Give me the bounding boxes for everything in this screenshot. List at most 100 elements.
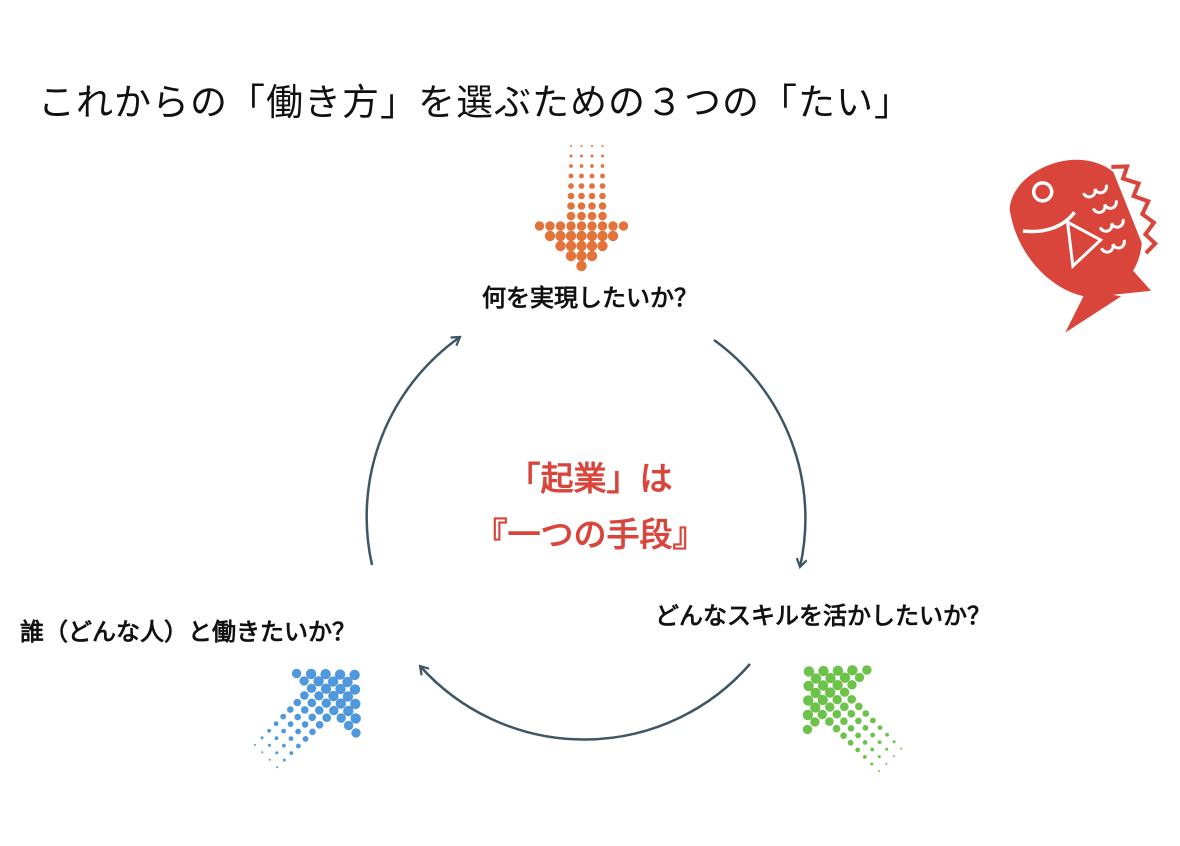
arrow-dot xyxy=(343,705,354,717)
arrow-dot xyxy=(261,751,264,754)
arrow-dot xyxy=(599,183,606,189)
center-text-line2: 『一つの手段』 xyxy=(474,515,706,554)
arrow-dot xyxy=(335,683,346,695)
arrow-dot xyxy=(818,665,829,677)
arrow-dot xyxy=(586,230,598,242)
arrow-dot xyxy=(590,154,594,158)
arrow-dot xyxy=(350,698,361,710)
arrow-dot xyxy=(862,710,870,717)
arrow-dot xyxy=(900,747,903,750)
arrow-dot xyxy=(307,698,317,708)
arrow-dot xyxy=(885,732,889,737)
arrow-dot xyxy=(870,717,876,724)
center-text-line1: 「起業」は xyxy=(507,459,673,498)
arrow-dot xyxy=(892,740,896,744)
arrow-dot xyxy=(320,669,331,680)
arrow-dot xyxy=(293,698,302,707)
cycle-arrow-right-to-left xyxy=(418,663,751,741)
arrow-dot xyxy=(350,713,361,724)
arrow-dot xyxy=(300,691,309,700)
arrow-dot xyxy=(590,164,594,168)
arrow-dot xyxy=(825,717,834,726)
arrow-dot xyxy=(342,676,353,688)
arrow-dot xyxy=(803,666,815,677)
arrow-dot xyxy=(597,240,608,252)
arrow-dot xyxy=(294,713,302,721)
arrow-dot xyxy=(566,211,576,221)
arrow-dot xyxy=(591,145,593,147)
arrow-dot xyxy=(342,691,354,702)
arrow-dot xyxy=(544,230,556,242)
arrow-dot xyxy=(892,755,895,758)
arrow-dot xyxy=(291,668,302,679)
arrow-dot xyxy=(343,720,354,731)
arrow-dot xyxy=(855,717,862,725)
arrow-dot xyxy=(803,680,814,692)
arrow-dot xyxy=(282,758,286,762)
arrow-dot xyxy=(839,687,850,697)
arrow-dot xyxy=(870,747,875,752)
arrow-dot xyxy=(289,751,294,755)
arrow-dot xyxy=(308,713,317,722)
arrow-dot xyxy=(601,145,604,147)
arrow-dot xyxy=(321,698,331,708)
arrow-dot xyxy=(862,665,872,675)
arrow-dot xyxy=(600,173,605,179)
arrow-dot xyxy=(315,706,324,715)
arrow-dot xyxy=(598,202,607,210)
arrow-dot xyxy=(555,221,566,231)
arrow-dot xyxy=(576,240,587,252)
arrow-dot xyxy=(589,183,595,189)
arrow-dot xyxy=(832,695,842,705)
arrow-dot xyxy=(586,240,598,252)
arrow-dot xyxy=(545,221,555,231)
arrow-dot xyxy=(580,154,583,158)
arrow-dot xyxy=(855,702,863,711)
arrow-dot xyxy=(302,736,309,742)
arrow-dot xyxy=(847,725,855,732)
arrow-dot xyxy=(349,684,361,695)
dotted-arrow-up-right-icon xyxy=(253,668,361,769)
arrow-dot xyxy=(870,762,874,766)
arrow-dot xyxy=(817,709,827,720)
arrow-dot xyxy=(253,743,256,746)
arrow-dot xyxy=(328,690,339,702)
arrow-dot xyxy=(320,683,332,694)
arrow-dot xyxy=(288,736,294,741)
arrow-dot xyxy=(618,221,629,231)
arrow-dot xyxy=(877,755,881,759)
arrow-dot xyxy=(301,706,309,714)
arrow-dot xyxy=(600,164,605,168)
arrow-dot xyxy=(295,728,301,735)
arrow-dot xyxy=(287,721,294,727)
dotted-arrow-down-icon xyxy=(534,145,629,272)
arrow-dot xyxy=(314,691,324,701)
arrow-dot xyxy=(597,230,608,242)
arrow-dot xyxy=(351,728,361,738)
arrow-dot xyxy=(569,164,573,168)
arrow-dot xyxy=(855,747,861,753)
arrow-dot xyxy=(840,717,848,725)
label-what-to-achieve: 何を実現したいか？ xyxy=(482,284,698,312)
arrow-dot xyxy=(568,183,574,189)
arrow-dot xyxy=(315,721,324,729)
arrow-dot xyxy=(877,725,883,730)
arrow-dot xyxy=(601,154,604,158)
arrow-dot xyxy=(282,743,286,748)
arrow-dot xyxy=(578,192,585,200)
arrow-dot xyxy=(862,740,868,745)
arrow-dot xyxy=(268,758,271,761)
arrow-dot xyxy=(296,743,301,749)
arrow-dot xyxy=(832,680,843,691)
arrow-dot xyxy=(275,751,279,755)
arrow-dot xyxy=(335,698,346,709)
arrow-dot xyxy=(565,240,577,252)
arrow-dot xyxy=(586,250,598,262)
arrow-dot xyxy=(825,672,836,684)
slide-title: これからの「働き方」を選ぶための３つの「たい」 xyxy=(38,81,912,124)
arrow-dot xyxy=(588,202,596,210)
arrow-dot xyxy=(579,164,584,168)
arrow-dot xyxy=(885,762,888,765)
arrow-dot xyxy=(580,145,583,147)
arrow-dot xyxy=(847,665,858,676)
